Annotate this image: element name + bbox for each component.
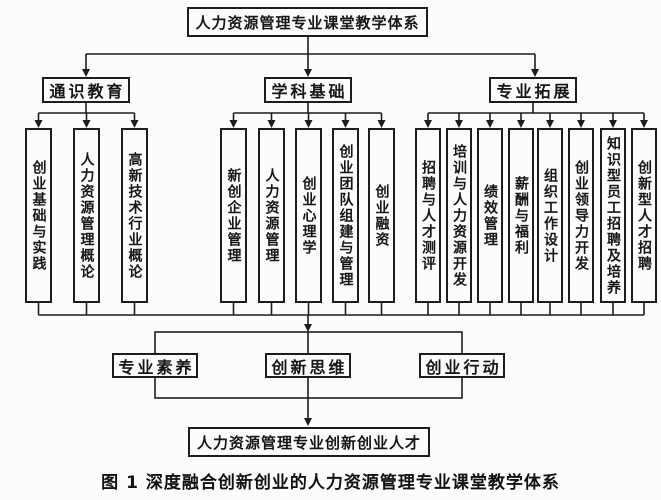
- course-label: 创业心理学: [300, 175, 317, 256]
- course-label: 绩效管理: [482, 183, 498, 248]
- course-node: 创业团队组建与管理: [332, 128, 359, 303]
- outcome-node-professional-quality: 专业素养: [112, 353, 198, 378]
- course-node: 绩效管理: [477, 128, 503, 303]
- course-node: 创业融资: [368, 128, 395, 303]
- course-node: 招聘与人才测评: [415, 128, 441, 303]
- course-node: 新创企业管理: [220, 128, 247, 303]
- branch-node-general-education: 通识教育: [42, 77, 130, 103]
- course-label: 组织工作设计: [542, 167, 558, 264]
- course-label: 人力资源管理概论: [78, 151, 95, 280]
- course-node: 创业领导力开发: [568, 128, 594, 303]
- course-label: 创业基础与实践: [30, 159, 47, 272]
- branch-node-professional-expansion: 专业拓展: [489, 77, 577, 103]
- course-node: 薪酬与福利: [508, 128, 534, 303]
- course-node: 创业心理学: [295, 128, 322, 303]
- course-node: 人力资源管理概论: [73, 128, 100, 303]
- course-node: 培训与人力资源开发: [446, 128, 472, 303]
- course-label: 创业融资: [373, 183, 390, 248]
- outcome-node-innovative-thinking: 创新思维: [265, 353, 351, 378]
- course-label: 培训与人力资源开发: [451, 143, 467, 288]
- course-node: 创新型人才招聘: [631, 128, 657, 303]
- course-label: 招聘与人才测评: [420, 159, 436, 272]
- course-label: 新创企业管理: [225, 167, 242, 264]
- branch-node-discipline-foundation: 学科基础: [264, 77, 352, 103]
- course-node: 知识型员工招聘及培养: [600, 128, 626, 303]
- course-label: 知识型员工招聘及培养: [605, 135, 621, 296]
- course-node: 组织工作设计: [537, 128, 563, 303]
- course-label: 人力资源管理: [263, 167, 280, 264]
- course-node: 创业基础与实践: [25, 128, 52, 303]
- course-node: 高新技术行业概论: [121, 128, 148, 303]
- result-node-talent: 人力资源管理专业创新创业人才: [188, 427, 430, 457]
- course-label: 创新型人才招聘: [636, 159, 652, 272]
- course-label: 高新技术行业概论: [126, 151, 143, 280]
- outcome-node-entrepreneurial-action: 创业行动: [419, 353, 505, 378]
- root-node-teaching-system: 人力资源管理专业课堂教学体系: [187, 7, 428, 37]
- course-label: 创业领导力开发: [573, 159, 589, 272]
- course-node: 人力资源管理: [258, 128, 285, 303]
- figure-caption: 图 1 深度融合创新创业的人力资源管理专业课堂教学体系: [101, 473, 560, 493]
- course-label: 薪酬与福利: [513, 175, 529, 256]
- course-label: 创业团队组建与管理: [337, 143, 354, 288]
